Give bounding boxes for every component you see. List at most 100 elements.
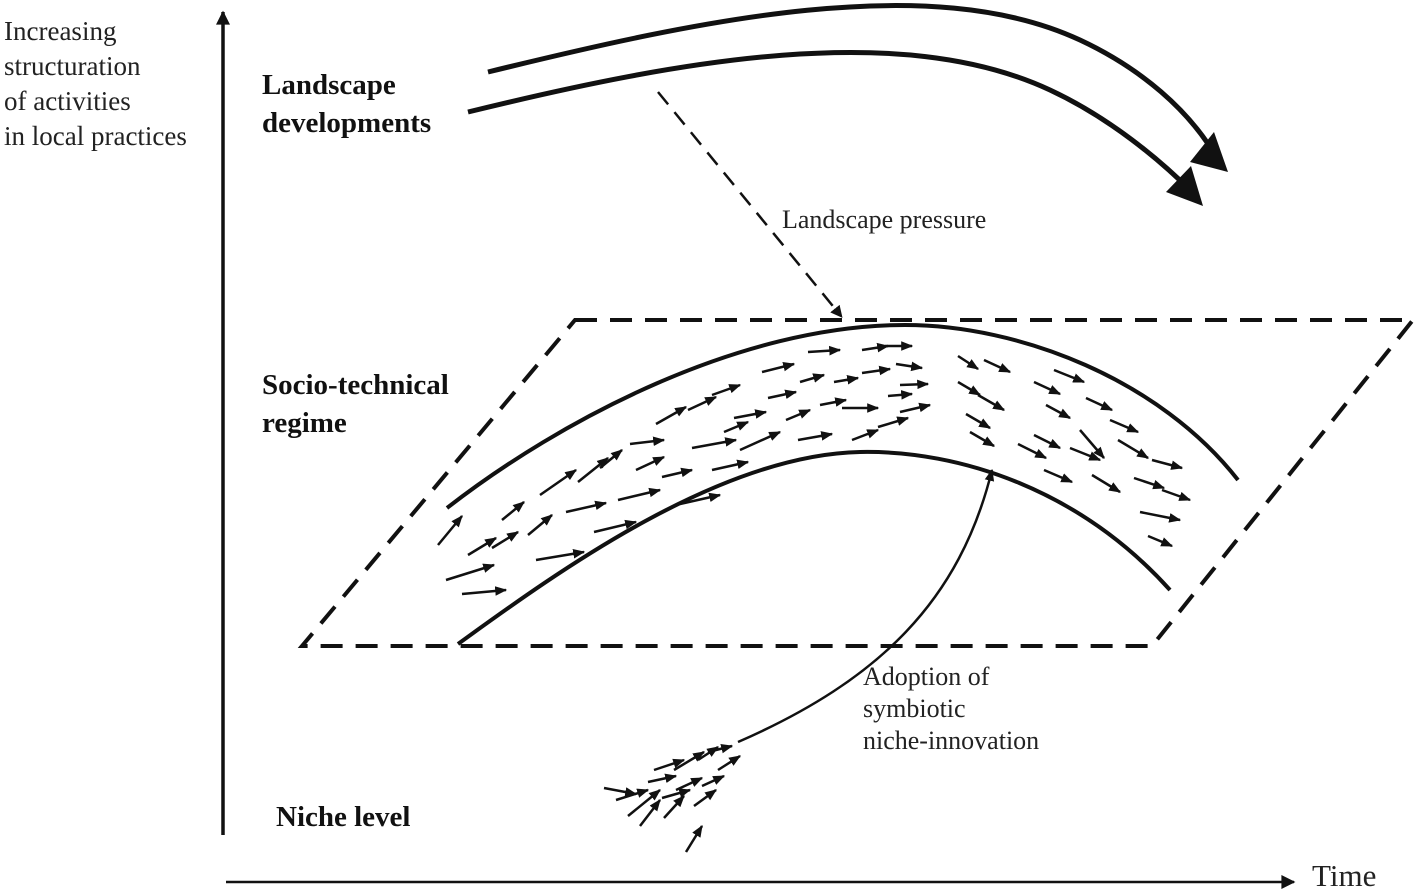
regime-small-arrow [1161, 488, 1192, 502]
regime-small-arrow [807, 345, 842, 356]
regime-small-arrow [445, 563, 496, 582]
regime-small-arrow [711, 459, 750, 472]
regime-small-arrow [965, 412, 992, 430]
regime-small-arrow [1147, 534, 1174, 548]
regime-small-arrow [661, 467, 694, 479]
regime-small-arrow [969, 430, 996, 448]
regime-small-arrow [539, 468, 577, 497]
regime-label-line: regime [262, 407, 347, 439]
regime-small-arrow [1109, 418, 1140, 434]
regime-level-label: Socio-technical regime [262, 366, 449, 442]
y-axis-label-line: structuration [4, 51, 141, 81]
niche-small-arrow [684, 824, 704, 853]
niche-small-arrow [647, 773, 678, 784]
regime-small-arrow [593, 519, 638, 534]
regime-small-arrow [1139, 510, 1182, 523]
regime-small-arrow [1079, 429, 1105, 459]
landscape-label-line: Landscape [262, 69, 396, 101]
regime-plane [297, 318, 1418, 648]
regime-small-arrow [1033, 380, 1062, 396]
niche-level-label: Niche level [276, 801, 411, 833]
regime-small-arrow [861, 365, 892, 376]
niche-small-arrow [717, 754, 742, 772]
y-axis-label-line: in local practices [4, 121, 187, 151]
regime-band-lower [456, 449, 1172, 646]
y-axis-label-line: Increasing [4, 16, 117, 46]
niche-small-arrow [693, 788, 717, 808]
niche-small-arrow [627, 789, 661, 817]
regime-band [445, 322, 1240, 646]
regime-small-arrow [819, 397, 848, 407]
niche-small-arrow [673, 750, 706, 772]
landscape-pressure-label: Landscape pressure [782, 205, 987, 234]
adoption-label: Adoption of symbiotic niche-innovation [863, 661, 1039, 757]
regime-small-arrow [861, 342, 890, 353]
regime-small-arrow [1133, 476, 1166, 490]
regime-small-arrow [691, 437, 738, 450]
regime-small-arrow [1085, 396, 1114, 412]
landscape-pressure-arrow [657, 91, 843, 318]
regime-small-arrow [957, 380, 982, 397]
regime-arrows [437, 341, 1192, 596]
regime-small-arrow [535, 549, 586, 562]
regime-small-arrow [957, 354, 980, 371]
regime-small-arrow [1043, 468, 1074, 484]
regime-small-arrow [983, 358, 1012, 374]
landscape-arrow-upper-head [1190, 132, 1228, 172]
regime-small-arrow [629, 436, 666, 447]
regime-label-line: Socio-technical [262, 369, 449, 401]
niche-small-arrow [661, 788, 692, 800]
niche-small-arrow [639, 799, 661, 827]
regime-small-arrow [723, 420, 750, 434]
y-axis-label: Increasing structuration of activities i… [4, 14, 187, 154]
niche-arrows [603, 743, 742, 853]
regime-small-arrow [437, 515, 463, 546]
landscape-level-label: Landscape developments [262, 66, 431, 142]
regime-small-arrow [655, 405, 688, 426]
regime-small-arrow [577, 457, 609, 483]
landscape-arrow-lower-head [1166, 166, 1203, 206]
landscape-arrows [467, 3, 1228, 206]
x-axis-label: Time [1312, 858, 1377, 893]
regime-small-arrow [527, 514, 553, 536]
adoption-label-line: niche-innovation [863, 726, 1040, 755]
regime-small-arrow [899, 402, 932, 414]
regime-small-arrow [739, 430, 782, 452]
landscape-arrow-upper [487, 3, 1221, 162]
regime-small-arrow [733, 409, 768, 420]
regime-small-arrow [617, 487, 662, 502]
regime-small-arrow [687, 395, 718, 412]
regime-small-arrow [851, 428, 880, 442]
y-axis-label-line: of activities [4, 86, 131, 116]
adoption-curve [737, 468, 995, 744]
regime-small-arrow [1053, 368, 1086, 384]
regime-small-arrow [1017, 442, 1048, 460]
niche-small-arrow [615, 788, 650, 802]
landscape-label-line: developments [262, 107, 432, 139]
regime-small-arrow [711, 383, 742, 397]
regime-small-arrow [1033, 433, 1062, 450]
niche-small-arrow [603, 786, 638, 797]
regime-small-arrow [767, 389, 798, 400]
regime-small-arrow [491, 530, 520, 550]
regime-small-arrow [877, 416, 910, 429]
regime-small-arrow [785, 408, 812, 422]
regime-small-arrow [635, 455, 666, 472]
niche-small-arrow [701, 774, 726, 788]
niche-small-arrow [653, 758, 686, 772]
landscape-arrow-lower [467, 50, 1194, 194]
adoption-label-line: Adoption of [863, 662, 990, 691]
regime-small-arrow [461, 586, 508, 596]
regime-small-arrow [679, 492, 722, 506]
regime-small-arrow [1117, 438, 1150, 460]
regime-small-arrow [797, 431, 834, 442]
regime-small-arrow [833, 375, 860, 385]
regime-small-arrow [799, 373, 826, 384]
regime-small-arrow [977, 393, 1006, 412]
regime-small-arrow [1091, 473, 1122, 494]
regime-small-arrow [761, 361, 796, 374]
regime-small-arrow [1151, 458, 1184, 470]
regime-small-arrow [565, 500, 608, 514]
regime-small-arrow [599, 449, 623, 469]
